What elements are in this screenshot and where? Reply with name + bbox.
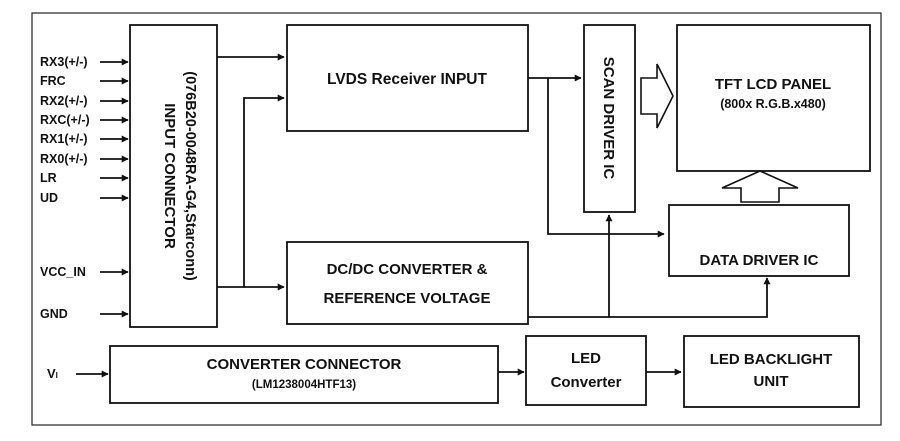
signal-rx0: RX0(+/-) [40,152,129,166]
signal-label: GND [40,307,68,321]
signal-rx1: RX1(+/-) [40,132,129,146]
lvds-receiver-label: LVDS Receiver INPUT [327,71,487,88]
dcdc-converter-line2: REFERENCE VOLTAGE [324,290,491,307]
signal-lr: LR [40,171,129,185]
led-converter-block: LED Converter [525,335,647,406]
dcdc-converter-block: DC/DC CONVERTER & REFERENCE VOLTAGE [286,241,529,325]
input-connector-part: (076B20-0048RA-G4,Starconn) [182,71,198,281]
tft-panel-box [676,24,871,172]
signal-label: RX2(+/-) [40,94,88,108]
signal-label: RX1(+/-) [40,132,88,146]
tft-panel-resolution: (800x R.G.B.x480) [720,97,826,111]
dcdc-converter-box [286,241,529,325]
signal-label: VCC_IN [40,265,86,279]
input-connector-title: INPUT CONNECTOR [161,103,178,249]
data-to-panel-hollow-arrow [721,170,799,203]
scan-driver-label: SCAN DRIVER IC [600,57,617,180]
led-converter-box [525,335,647,406]
dcdc-to-scan-arrow [528,214,613,318]
signal-label: RX3(+/-) [40,55,88,69]
signal-rx2: RX2(+/-) [40,94,129,108]
lvds-receiver-box [286,24,529,132]
led-backlight-line2: UNIT [754,373,789,390]
vi-input: VI [47,366,109,381]
tft-panel-title: TFT LCD PANEL [715,76,831,93]
input-connector-block: INPUT CONNECTOR (076B20-0048RA-G4,Starco… [129,24,218,328]
led-backlight-box [683,335,860,408]
converter-connector-title: CONVERTER CONNECTOR [207,356,402,373]
connector-to-lvds-lower-arrow [217,94,285,288]
scan-to-panel-hollow-arrow [640,63,674,129]
signal-rx3: RX3(+/-) [40,55,129,69]
converter-connector-block: CONVERTER CONNECTOR (LM1238004HTF13) [109,345,499,404]
data-driver-box [668,204,850,277]
led-converter-line2: Converter [551,374,622,391]
vi-label: VI [47,366,58,381]
signal-label: UD [40,191,58,205]
scan-driver-box [583,24,636,213]
signal-gnd: GND [40,307,129,321]
dcdc-to-data-driver-arrow [609,277,771,318]
signal-label: RX0(+/-) [40,152,88,166]
data-driver-label: DATA DRIVER IC [700,252,819,269]
tft-panel-block: TFT LCD PANEL (800x R.G.B.x480) [676,24,871,172]
signal-frc: FRC [40,74,129,88]
converter-connector-part: (LM1238004HTF13) [252,379,356,391]
signal-vcc-in: VCC_IN [40,265,129,279]
dcdc-converter-line1: DC/DC CONVERTER & [327,261,488,278]
lvds-to-data-driver-arrow [547,78,665,238]
outer-frame [31,12,882,426]
input-connector-box [129,24,218,328]
lvds-receiver-block: LVDS Receiver INPUT [286,24,529,132]
scan-driver-block: SCAN DRIVER IC [583,24,636,213]
data-driver-block: DATA DRIVER IC [668,204,850,277]
led-converter-line1: LED [571,350,601,367]
converter-connector-box [109,345,499,404]
led-backlight-block: LED BACKLIGHT UNIT [683,335,860,408]
signal-label: FRC [40,74,66,88]
signal-ud: UD [40,191,129,205]
signal-rxc: RXC(+/-) [40,113,129,127]
signal-label: RXC(+/-) [40,113,90,127]
signal-label: LR [40,171,57,185]
led-backlight-line1: LED BACKLIGHT [710,351,833,368]
